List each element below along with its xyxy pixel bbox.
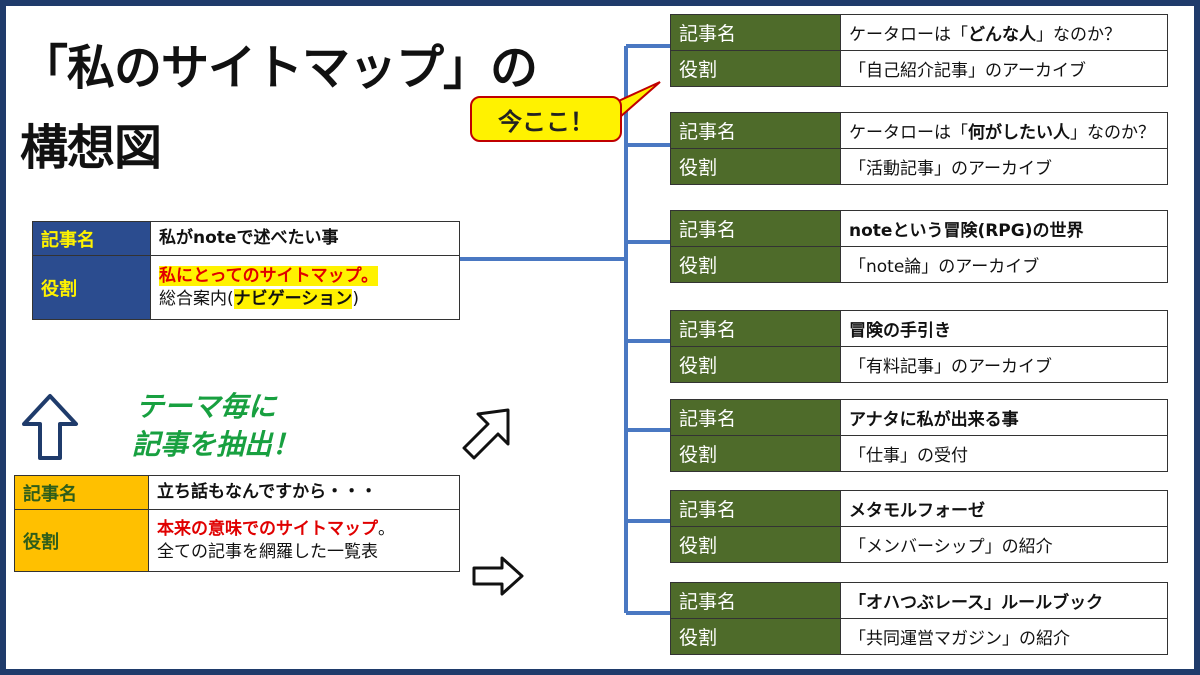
card-role-value: 「仕事」の受付 (840, 435, 1168, 472)
card-role-key: 役割 (670, 526, 841, 563)
card-role-key: 役割 (670, 148, 841, 185)
card-name-bold: メタモルフォーゼ (849, 501, 985, 521)
card-name-value: 「オハつぶレース」ルールブック (840, 582, 1168, 619)
card-role-key: 役割 (670, 435, 841, 472)
card-name-pre: ケータローは「 (849, 123, 968, 143)
arrow-up-right-icon (462, 408, 510, 460)
card-name-bold: どんな人 (968, 25, 1036, 45)
article-card-5: 記事名 アナタに私が出来る事 役割 「仕事」の受付 (670, 399, 1168, 472)
arrow-right-icon (472, 556, 524, 596)
card-role-value: 「自己紹介記事」のアーカイブ (840, 50, 1168, 87)
main-card-role-value: 私にとってのサイトマップ。 総合案内(ナビゲーション) (150, 255, 460, 320)
main-article-card: 記事名 私がnoteで述べたい事 役割 私にとってのサイトマップ。 総合案内(ナ… (32, 221, 460, 320)
card-name-post: 」なのか？ (1070, 123, 1155, 143)
article-card-4: 記事名 冒険の手引き 役割 「有料記事」のアーカイブ (670, 310, 1168, 383)
card-name-key: 記事名 (670, 14, 841, 51)
card-role-value: 「有料記事」のアーカイブ (840, 346, 1168, 383)
card-name-key: 記事名 (670, 210, 841, 247)
main-card-role-line2-prefix: 総合案内( (159, 288, 234, 309)
card-role-key: 役割 (670, 618, 841, 655)
sub-card-role-key: 役割 (14, 509, 149, 572)
card-role-value: 「共同運営マガジン」の紹介 (840, 618, 1168, 655)
article-card-3: 記事名 noteという冒険(RPG)の世界 役割 「note論」のアーカイブ (670, 210, 1168, 283)
page-title-line1: 「私のサイトマップ」の (20, 40, 538, 96)
page-title-line2: 構想図 (20, 120, 162, 176)
card-name-value: アナタに私が出来る事 (840, 399, 1168, 436)
sub-card-name-value: 立ち話もなんですから・・・ (148, 475, 460, 510)
card-name-value: noteという冒険(RPG)の世界 (840, 210, 1168, 247)
slide-frame: 「私のサイトマップ」の 構想図 今ここ！ 記事名 私がnoteで述べたい事 役割… (6, 6, 1194, 669)
card-name-key: 記事名 (670, 399, 841, 436)
sub-card-role-line2: 全ての記事を網羅した一覧表 (157, 541, 378, 562)
you-are-here-callout: 今ここ！ (470, 96, 622, 142)
card-name-value: ケータローは「どんな人」なのか？ (840, 14, 1168, 51)
card-role-value: 「note論」のアーカイブ (840, 246, 1168, 283)
card-role-value: 「活動記事」のアーカイブ (840, 148, 1168, 185)
up-arrow-icon (22, 394, 78, 460)
sub-card-role-value: 本来の意味でのサイトマップ。 全ての記事を網羅した一覧表 (148, 509, 460, 572)
card-role-key: 役割 (670, 346, 841, 383)
connector-lines (460, 44, 670, 615)
extract-label-line1: テーマ毎に (136, 390, 277, 423)
card-role-value: 「メンバーシップ」の紹介 (840, 526, 1168, 563)
card-name-value: ケータローは「何がしたい人」なのか？ (840, 112, 1168, 149)
card-name-key: 記事名 (670, 310, 841, 347)
article-card-7: 記事名 「オハつぶレース」ルールブック 役割 「共同運営マガジン」の紹介 (670, 582, 1168, 655)
card-name-value: メタモルフォーゼ (840, 490, 1168, 527)
sub-card-role-red-suffix: 。 (378, 518, 395, 539)
card-name-bold: アナタに私が出来る事 (849, 410, 1019, 430)
card-role-key: 役割 (670, 50, 841, 87)
sub-card-role-red: 本来の意味でのサイトマップ (157, 518, 378, 539)
sub-card-name-key: 記事名 (14, 475, 149, 510)
sitemap-article-card: 記事名 立ち話もなんですから・・・ 役割 本来の意味でのサイトマップ。 全ての記… (14, 475, 460, 572)
card-name-key: 記事名 (670, 582, 841, 619)
article-card-6: 記事名 メタモルフォーゼ 役割 「メンバーシップ」の紹介 (670, 490, 1168, 563)
card-name-post: 」なのか？ (1036, 25, 1121, 45)
article-card-1: 記事名 ケータローは「どんな人」なのか？ 役割 「自己紹介記事」のアーカイブ (670, 14, 1168, 87)
card-name-value: 冒険の手引き (840, 310, 1168, 347)
card-name-pre: ケータローは「 (849, 25, 968, 45)
card-name-bold: 何がしたい人 (968, 123, 1070, 143)
card-name-key: 記事名 (670, 490, 841, 527)
card-name-key: 記事名 (670, 112, 841, 149)
extract-label-line2: 記事を抽出！ (132, 428, 301, 461)
main-card-role-highlight: 私にとってのサイトマップ。 (159, 265, 379, 286)
main-card-name-key: 記事名 (32, 221, 151, 256)
main-card-role-line2-bold: ナビゲーション (233, 288, 353, 309)
card-name-bold: 「オハつぶレース」ルールブック (849, 593, 1104, 613)
card-name-bold: noteという冒険(RPG)の世界 (849, 221, 1084, 241)
card-name-bold: 冒険の手引き (849, 321, 951, 341)
article-card-2: 記事名 ケータローは「何がしたい人」なのか？ 役割 「活動記事」のアーカイブ (670, 112, 1168, 185)
main-card-role-key: 役割 (32, 255, 151, 320)
card-role-key: 役割 (670, 246, 841, 283)
main-card-role-line2-suffix: ) (352, 288, 359, 309)
main-card-name-value: 私がnoteで述べたい事 (150, 221, 460, 256)
